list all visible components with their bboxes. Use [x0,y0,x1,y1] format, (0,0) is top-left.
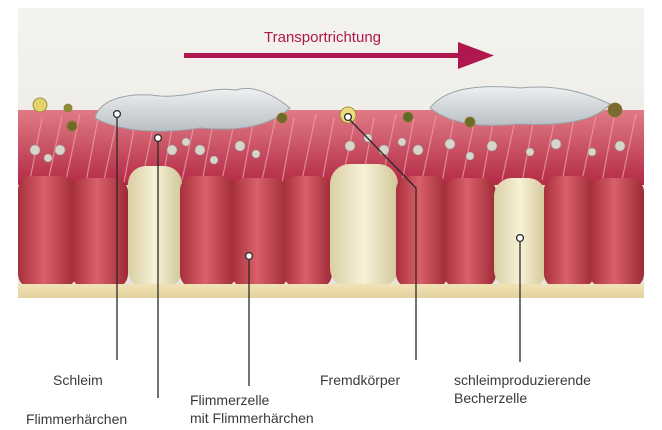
ciliated-cell [18,176,76,288]
label-flimmerzelle-line1: Flimmerzelle [190,392,269,409]
goblet-cell [330,164,398,288]
ciliated-cell [72,178,128,288]
transport-direction-title: Transportrichtung [264,29,381,46]
label-fremdkoerper: Fremdkörper [320,372,400,389]
basement-membrane [18,284,644,298]
goblet-cell [128,166,182,288]
cell-row [18,164,644,288]
label-schleim: Schleim [53,372,103,389]
ciliated-cell [396,176,448,288]
ciliated-cell [232,178,288,288]
label-becherzelle-line2: Becherzelle [454,390,527,407]
label-flimmerhaerchen: Flimmerhärchen [26,411,127,428]
ciliated-cell [590,178,644,288]
label-becherzelle-line1: schleimproduzierende [454,372,591,389]
ciliated-cell [180,176,236,288]
ciliated-cell [284,176,332,288]
ciliated-cell [444,178,496,288]
ciliated-cell [544,176,594,288]
label-flimmerzelle-line2: mit Flimmerhärchen [190,410,314,427]
